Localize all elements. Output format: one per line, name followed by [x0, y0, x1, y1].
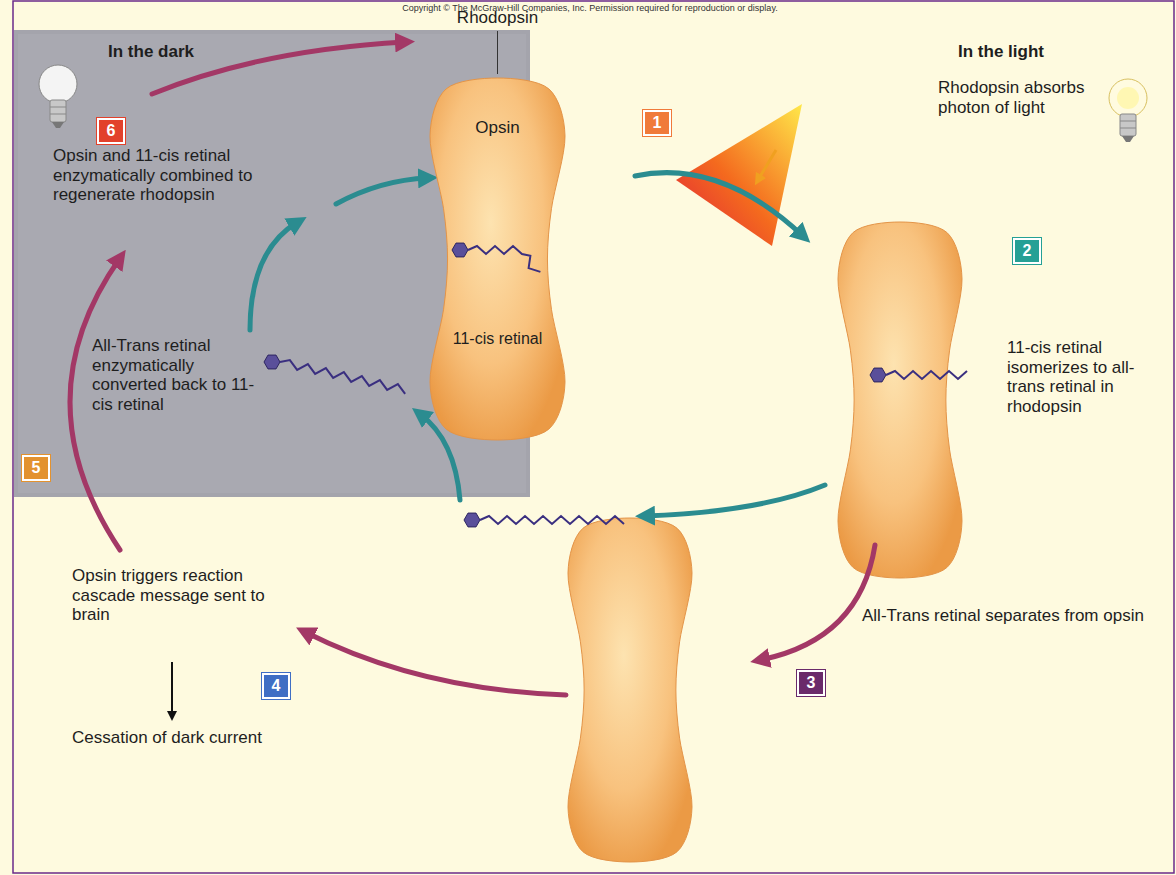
- callout-number: 6: [107, 123, 116, 139]
- chromophore-name: 11-cis retinal: [453, 330, 543, 348]
- callout-number-box: 6: [97, 118, 125, 144]
- drawing-part: [50, 107, 66, 108]
- step-text: 11-cis retinal isomerizes to all-trans r…: [1007, 338, 1169, 416]
- drawing-part: [52, 122, 64, 128]
- rhodopsin-molecule: RhodopsinOpsin11-cis retinal: [430, 78, 565, 440]
- step-text: Opsin triggers reaction cascade message …: [72, 566, 300, 625]
- retinal-ring: [264, 355, 280, 369]
- drawing-part: [1120, 128, 1136, 129]
- step-text: Opsin and 11-cis retinal enzymatically c…: [53, 146, 333, 205]
- magenta-arrow: [760, 545, 875, 660]
- callout-number-box: 1: [643, 110, 671, 136]
- drawing-part: [1109, 79, 1147, 117]
- callout-number-box: 2: [1013, 238, 1041, 264]
- drawing-part: [1122, 136, 1134, 142]
- callout-number: 2: [1023, 243, 1032, 259]
- retinal-ring: [870, 368, 886, 382]
- retinal-molecule-trans: [870, 368, 967, 382]
- figure-frame: [13, 1, 1174, 873]
- molecule-name: Rhodopsin: [457, 8, 538, 28]
- cycle-arrows: [70, 42, 875, 695]
- step-text: All-Trans retinal separates from opsin: [862, 606, 1162, 626]
- teal-arrow: [645, 485, 825, 516]
- retinal-chain: [280, 360, 405, 394]
- retinal-molecule-cis: [452, 243, 540, 272]
- light-bulb-light: [1109, 79, 1147, 142]
- callout-number-box: 3: [797, 670, 825, 696]
- panel-heading: In the dark: [108, 42, 268, 62]
- opsin-shape-activated: [838, 222, 962, 578]
- opsin-shape-empty: [568, 518, 692, 862]
- callout-number-box: 4: [262, 673, 290, 699]
- drawing-part: [758, 150, 776, 180]
- drawing-part: [1120, 121, 1136, 122]
- callout-number-box: 5: [22, 455, 50, 481]
- retinal-chain: [886, 371, 967, 379]
- callout-number: 1: [653, 115, 662, 131]
- retinal-ring: [452, 243, 468, 257]
- callout-number: 3: [807, 675, 816, 691]
- leader-line: [497, 31, 498, 74]
- drawing-part: [39, 65, 77, 103]
- drawing-part: [50, 100, 66, 122]
- retinal-ring: [464, 513, 480, 527]
- drawing-part: [50, 114, 66, 115]
- step-text: All-Trans retinal enzymatically converte…: [92, 336, 260, 414]
- protein-name: Opsin: [475, 118, 519, 138]
- retinal-molecule-recycled: [264, 355, 405, 394]
- opsin-shape: [430, 78, 565, 440]
- callout-number: 4: [272, 678, 281, 694]
- callout-number: 5: [32, 460, 41, 476]
- step-text: Rhodopsin absorbs photon of light: [938, 78, 1098, 117]
- copyright-note: Copyright © The McGraw-Hill Companies, I…: [330, 3, 850, 13]
- drawing-part: [1117, 87, 1139, 109]
- result-text: Cessation of dark current: [72, 728, 332, 748]
- result-arrow: [171, 662, 173, 716]
- retinal-chain: [480, 516, 624, 524]
- teal-arrow: [250, 222, 298, 330]
- retinal-chain: [468, 246, 540, 272]
- retinal-molecule-free: [464, 513, 624, 527]
- light-bulb-dark: [39, 65, 77, 128]
- magenta-arrow: [305, 632, 566, 695]
- teal-arrow: [336, 178, 428, 204]
- panel-heading: In the light: [958, 42, 1098, 62]
- teal-arrow: [635, 173, 803, 236]
- drawing-part: [1120, 114, 1136, 136]
